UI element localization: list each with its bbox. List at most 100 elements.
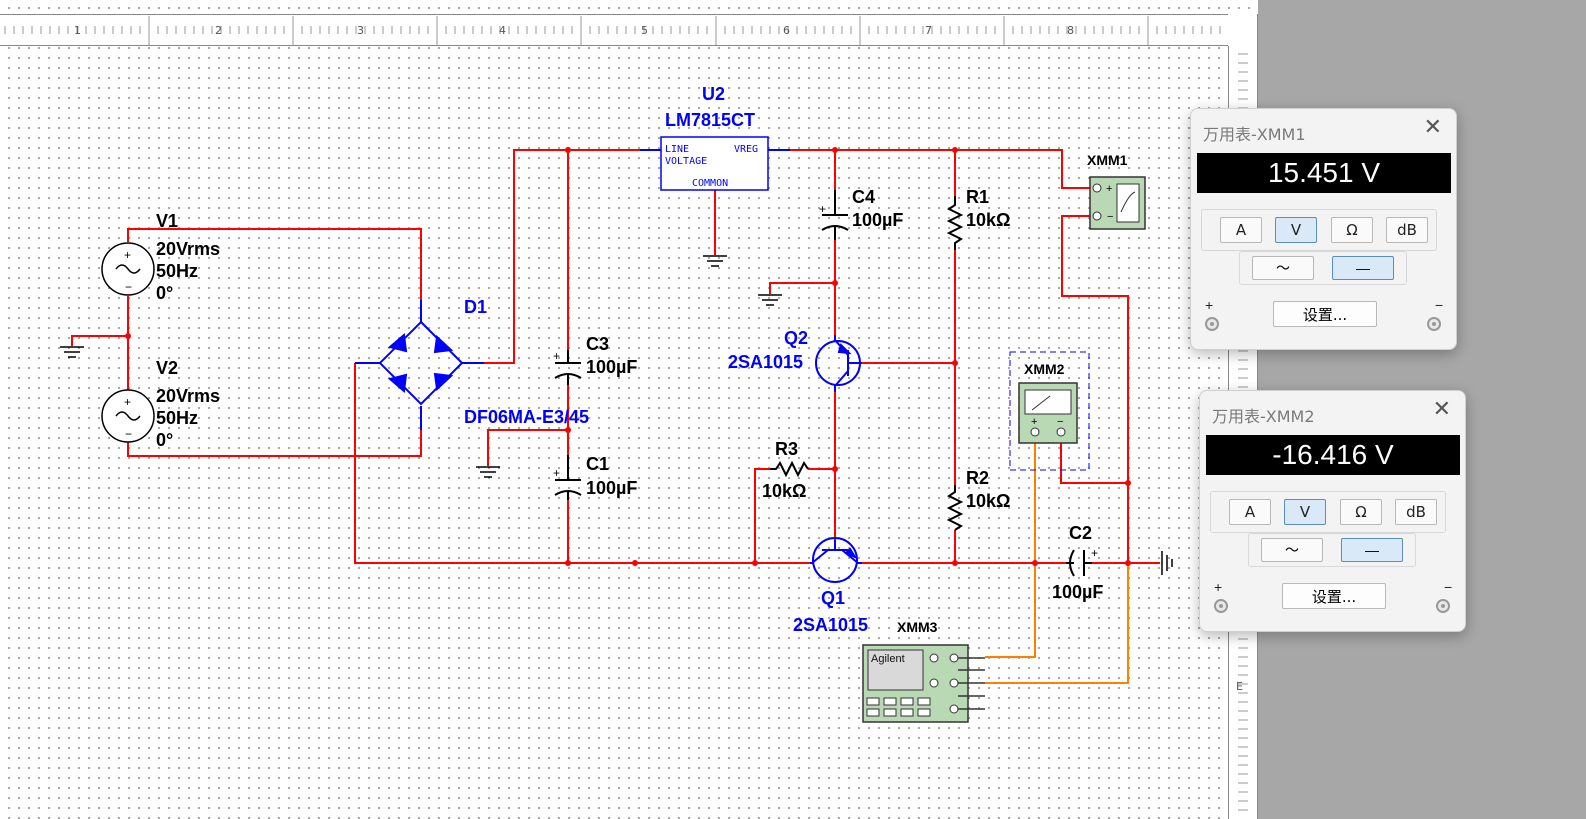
ruler-mark-e: E [1236,680,1243,693]
capacitor-c1[interactable]: + [553,455,582,500]
transistor-q2[interactable] [815,335,862,392]
c3-value: 100µF [586,357,637,377]
wire-bottom-rail [354,363,810,564]
r1-name: R1 [966,187,989,207]
q2-part: 2SA1015 [728,352,803,372]
dialog-title: 万用表-XMM2 [1212,407,1315,426]
xmm1-name: XMM1 [1087,152,1128,168]
capacitor-c3[interactable]: + [553,349,582,385]
multimeter-xmm3[interactable]: Agilent [862,644,985,723]
multimeter-xmm2[interactable]: + − [1009,351,1090,471]
settings-button[interactable]: 设置... [1282,583,1386,609]
junction-dot [1032,560,1038,566]
ac-mode-button[interactable]: ～ [1252,256,1314,280]
v2-freq: 50Hz [156,408,198,428]
q2-name: Q2 [784,328,808,348]
capacitor-c4[interactable]: + [819,190,849,240]
dialog-title: 万用表-XMM1 [1203,125,1306,144]
close-icon[interactable]: ✕ [1432,397,1451,422]
junction-dot [952,360,958,366]
junction-dot [952,560,958,566]
svg-text:+: + [553,349,560,363]
multimeter-xmm1[interactable]: + − [1089,176,1146,230]
junction-dot [565,147,571,153]
voltmeter-mode-button[interactable]: V [1275,217,1317,243]
circuit-schematic: + − + − LINE VOLTAGE VREG COMMON + [60,84,1173,723]
ac-source-v1[interactable]: + − [101,242,155,296]
v2-phase: 0° [156,430,173,450]
decibel-mode-button[interactable]: dB [1395,499,1437,525]
positive-terminal[interactable] [1214,599,1228,613]
c4-name: C4 [852,187,875,207]
dc-mode-button[interactable]: — [1332,256,1394,280]
resistor-r1[interactable] [946,196,964,250]
q1-part: 2SA1015 [793,615,868,635]
transistor-q1[interactable] [810,537,862,583]
multimeter-dialog-xmm2[interactable]: 万用表-XMM2 ✕ -16.416 V A V Ω dB ～ — + − 设置… [1199,390,1466,632]
ruler-mark-1: 1 [74,24,81,37]
close-icon[interactable]: ✕ [1423,115,1442,140]
v1-name: V1 [156,211,178,231]
top-ruler: 1 2 3 4 5 6 7 8 [0,14,1258,46]
u2-pin-common: COMMON [692,178,728,189]
ruler-mark-7: 7 [925,24,932,37]
xmm2-name: XMM2 [1024,361,1065,377]
svg-text:+: + [1091,546,1098,560]
ruler-mark-4: 4 [499,24,506,37]
ruler-mark-8: 8 [1067,24,1074,37]
ammeter-mode-button[interactable]: A [1229,499,1271,525]
resistor-r3[interactable] [770,460,809,478]
svg-text:+: + [819,202,826,216]
ground-icon [476,466,500,478]
junction-dot [632,560,638,566]
multimeter-dialog-xmm1[interactable]: 万用表-XMM1 ✕ 15.451 V A V Ω dB ～ — + − 设置.… [1190,108,1457,350]
bridge-rectifier-d1[interactable] [355,300,484,430]
ruler-mark-5: 5 [641,24,648,37]
wire-xmm3-b [985,563,1129,684]
plus-label: + [1214,579,1223,595]
xmm3-name: XMM3 [897,619,938,635]
minus-label: − [1435,297,1444,313]
wire-xmm2-minus [1060,442,1128,484]
svg-text:+: + [124,395,131,409]
ground-icon [60,346,84,358]
wires [71,149,1160,564]
junction-dot [832,466,838,472]
ammeter-mode-button[interactable]: A [1220,217,1262,243]
capacitor-c2[interactable]: + [1066,546,1098,577]
ac-mode-button[interactable]: ～ [1261,538,1323,562]
d1-part: DF06MA-E3/45 [464,407,589,427]
junction-dot [565,427,571,433]
dc-mode-button[interactable]: — [1341,538,1403,562]
wire-vreg-out [790,149,1092,189]
wire-xmm3-a [985,442,1036,658]
junction-dot [1125,560,1131,566]
ground-icon [1161,551,1173,575]
wire-v2-bottom [127,430,422,457]
ground-icon [703,255,727,267]
c1-value: 100µF [586,478,637,498]
ruler-mark-6: 6 [783,24,790,37]
v2-name: V2 [156,358,178,378]
wire-v1-top [127,228,422,300]
voltage-regulator-u2[interactable]: LINE VOLTAGE VREG COMMON [640,136,790,191]
svg-text:+: + [1031,416,1037,428]
voltmeter-mode-button[interactable]: V [1284,499,1326,525]
ac-source-v2[interactable]: + − [101,389,155,443]
u2-part: LM7815CT [665,110,755,130]
wire-gnd-c4 [769,282,835,294]
ohmmeter-mode-button[interactable]: Ω [1340,499,1382,525]
decibel-mode-button[interactable]: dB [1386,217,1428,243]
r2-name: R2 [966,468,989,488]
negative-terminal[interactable] [1436,599,1450,613]
negative-terminal[interactable] [1427,317,1441,331]
wire-xmm1-minus [1061,215,1129,563]
positive-terminal[interactable] [1205,317,1219,331]
ohmmeter-mode-button[interactable]: Ω [1331,217,1373,243]
junctions [125,147,1131,566]
junction-dot [752,560,758,566]
c4-value: 100µF [852,210,903,230]
wire-r3-left [754,468,770,563]
settings-button[interactable]: 设置... [1273,301,1377,327]
resistor-r2[interactable] [946,485,964,531]
